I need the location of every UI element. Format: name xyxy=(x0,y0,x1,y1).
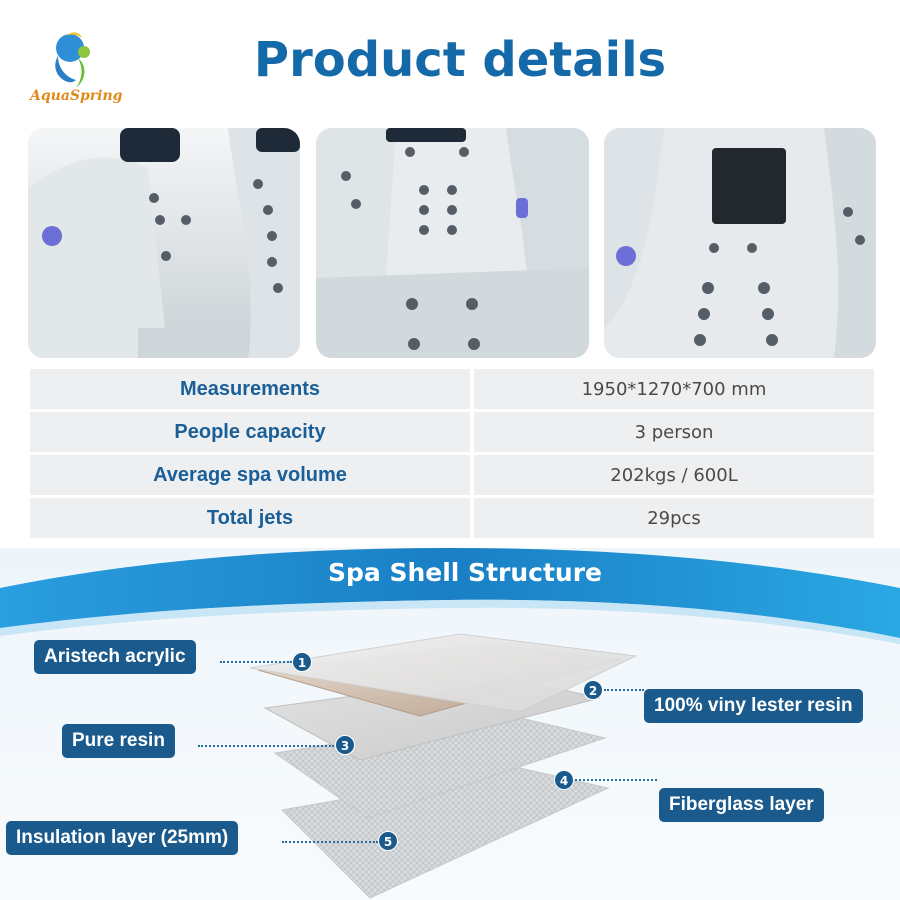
spec-table: Measurements 1950*1270*700 mm People cap… xyxy=(30,369,874,541)
layer-1-sheet xyxy=(249,633,638,713)
brand-logo-text: AquaSpring xyxy=(30,88,123,104)
spec-value: 1950*1270*700 mm xyxy=(474,369,874,409)
layer-label-vinyl-ester-resin: 100% viny lester resin xyxy=(644,689,863,723)
spec-row-measurements: Measurements 1950*1270*700 mm xyxy=(30,369,874,409)
layer-stack-illustration xyxy=(249,633,638,899)
layer-label-aristech-acrylic: Aristech acrylic xyxy=(34,640,196,674)
spec-value: 29pcs xyxy=(474,498,874,538)
layer-number-3: 3 xyxy=(335,735,355,755)
spec-label: Measurements xyxy=(30,369,470,409)
spec-value: 3 person xyxy=(474,412,874,452)
layer-number-2: 2 xyxy=(583,680,603,700)
page-title: Product details xyxy=(253,32,667,88)
structure-title: Spa Shell Structure xyxy=(327,558,602,587)
layer-number-5: 5 xyxy=(378,831,398,851)
layer-number-1: 1 xyxy=(292,652,312,672)
brand-logo xyxy=(28,28,128,118)
spec-label: Total jets xyxy=(30,498,470,538)
spa-photo-right xyxy=(604,128,876,358)
leader-line-1 xyxy=(220,661,292,663)
spec-label: Average spa volume xyxy=(30,455,470,495)
leader-line-3 xyxy=(198,745,334,747)
leader-line-2 xyxy=(604,689,644,691)
layer-label-insulation: Insulation layer (25mm) xyxy=(6,821,239,855)
layer-number-4: 4 xyxy=(554,770,574,790)
spa-photo-center xyxy=(316,128,589,358)
spa-photo-left xyxy=(28,128,300,358)
layer-label-fiberglass: Fiberglass layer xyxy=(659,788,824,822)
leader-line-4 xyxy=(575,779,657,781)
spec-row-volume: Average spa volume 202kgs / 600L xyxy=(30,455,874,495)
layer-label-pure-resin: Pure resin xyxy=(62,724,175,758)
leader-line-5 xyxy=(282,841,378,843)
spec-row-jets: Total jets 29pcs xyxy=(30,498,874,538)
shell-structure-section: Spa Shell Structure Aristech acrylic 1 2 xyxy=(0,548,900,900)
spec-label: People capacity xyxy=(30,412,470,452)
spec-value: 202kgs / 600L xyxy=(474,455,874,495)
spec-row-capacity: People capacity 3 person xyxy=(30,412,874,452)
